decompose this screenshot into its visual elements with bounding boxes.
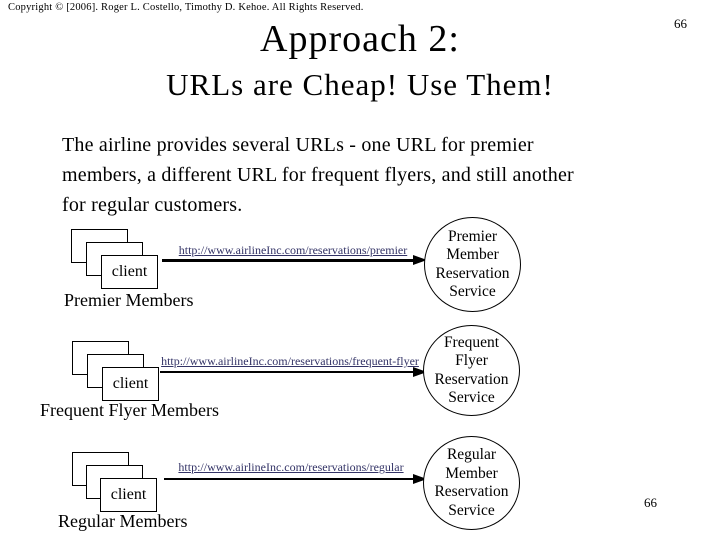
service-name-line: Service xyxy=(449,283,496,300)
group-label: Regular Members xyxy=(58,511,188,531)
service-name-line: Reservation xyxy=(434,370,509,388)
page-number-bottom: 66 xyxy=(644,495,657,510)
url-link[interactable]: http://www.airlineInc.com/reservations/r… xyxy=(178,460,404,474)
service-ellipse: Premier Member Reservation Service xyxy=(424,217,521,312)
group-label: Premier Members xyxy=(64,290,194,310)
page-number-top: 66 xyxy=(674,16,687,31)
url-link[interactable]: http://www.airlineInc.com/reservations/p… xyxy=(178,243,408,257)
arrow-line xyxy=(160,371,414,373)
service-ellipse: Regular Member Reservation Service xyxy=(423,436,520,530)
client-box: client xyxy=(100,478,157,512)
client-box: client xyxy=(101,255,158,289)
client-box: client xyxy=(102,367,159,401)
slide-title: Approach 2: xyxy=(260,18,460,60)
arrow-line xyxy=(164,478,414,480)
arrow-line xyxy=(162,259,414,262)
arrowhead-icon xyxy=(413,255,427,265)
service-name-line: Premier xyxy=(447,227,498,245)
service-name-line: Member xyxy=(445,464,498,482)
service-name-line: Service xyxy=(448,501,495,519)
service-name-line: Frequent xyxy=(443,333,500,351)
service-name-line: Flyer xyxy=(455,352,488,369)
service-ellipse: Frequent Flyer Reservation Service xyxy=(423,325,520,416)
slide-subtitle: URLs are Cheap! Use Them! xyxy=(166,67,554,102)
service-name-line: Regular xyxy=(446,446,497,463)
group-label: Frequent Flyer Members xyxy=(40,400,219,420)
body-paragraph: The airline provides several URLs - one … xyxy=(62,134,574,216)
copyright-text: Copyright © [2006]. Roger L. Costello, T… xyxy=(8,2,364,13)
service-name-line: Member xyxy=(446,246,499,263)
service-name-line: Reservation xyxy=(435,264,510,282)
service-name-line: Service xyxy=(448,389,495,406)
url-link[interactable]: http://www.airlineInc.com/reservations/f… xyxy=(161,354,419,368)
arrowhead-icon xyxy=(413,473,427,484)
arrowhead-icon xyxy=(413,366,427,377)
service-name-line: Reservation xyxy=(434,483,509,500)
